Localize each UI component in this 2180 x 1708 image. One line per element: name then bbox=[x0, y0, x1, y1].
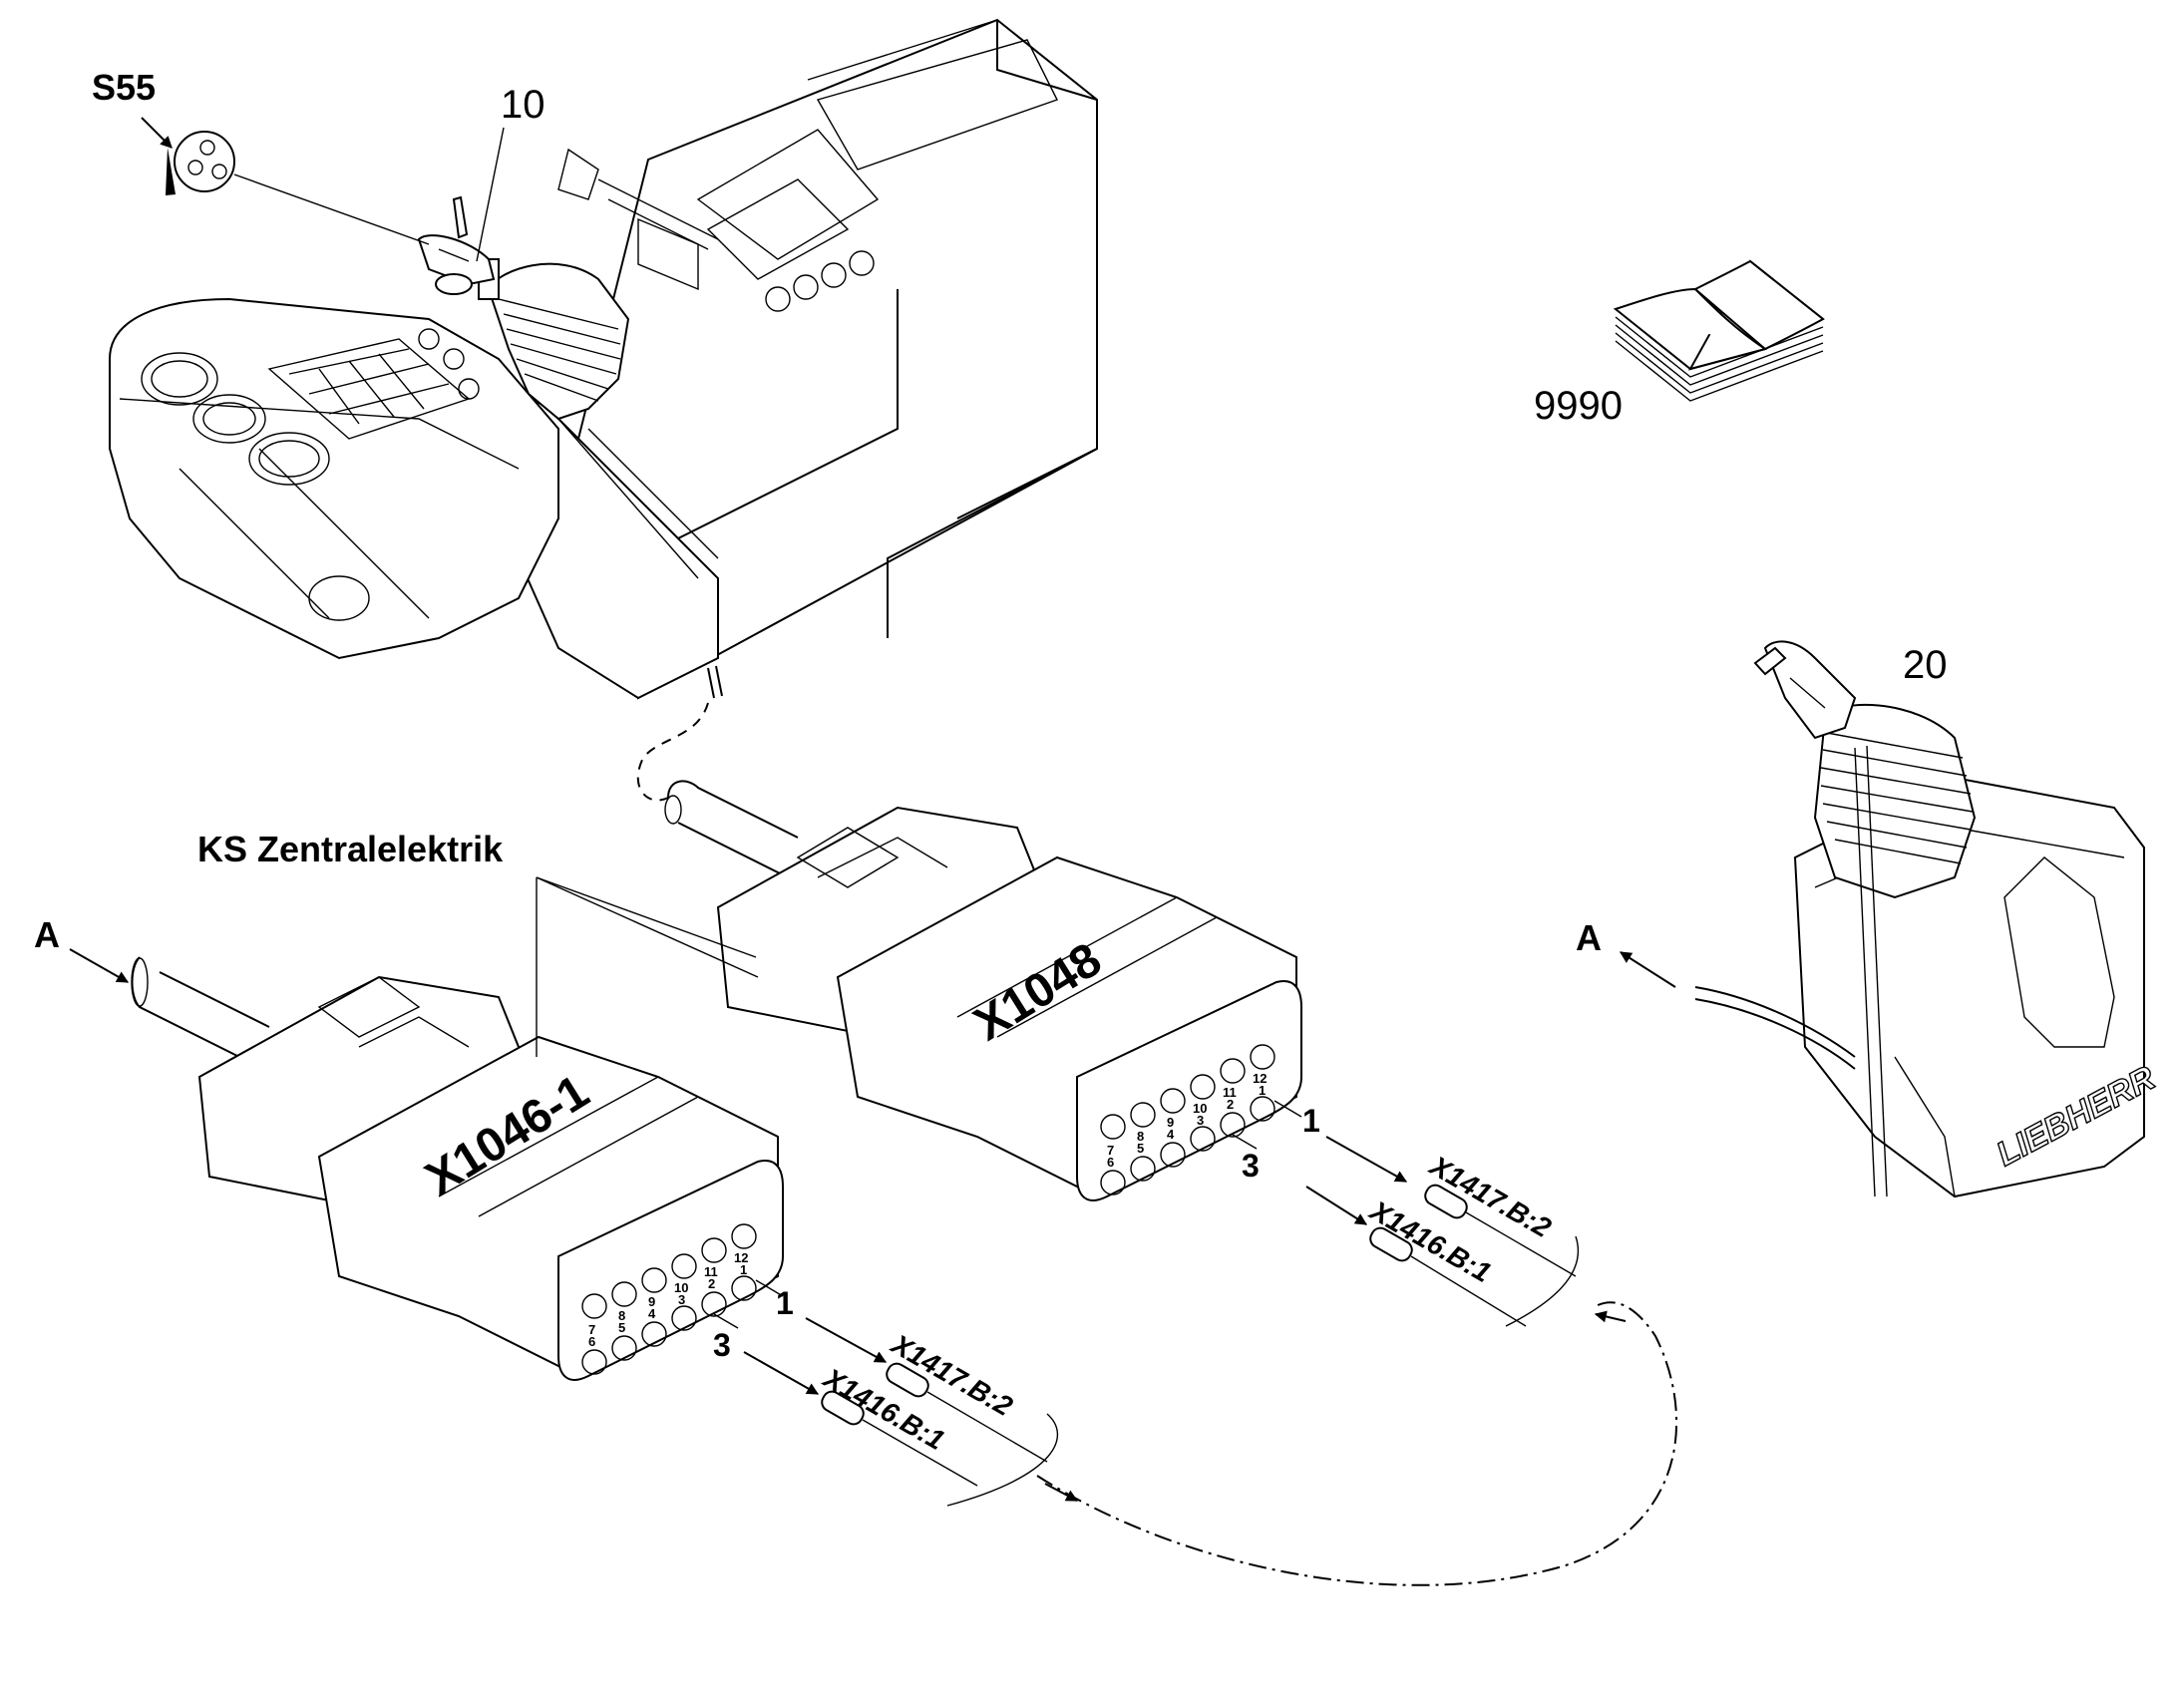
console-link-dashed bbox=[636, 702, 709, 802]
svg-text:1: 1 bbox=[1259, 1083, 1266, 1098]
joystick-assembly-right: LIEBHERR bbox=[1694, 640, 2162, 1198]
svg-text:2: 2 bbox=[708, 1276, 715, 1291]
svg-text:6: 6 bbox=[1107, 1155, 1114, 1170]
svg-text:7: 7 bbox=[588, 1322, 595, 1337]
svg-text:3: 3 bbox=[1242, 1148, 1260, 1184]
svg-text:8: 8 bbox=[618, 1308, 625, 1323]
svg-text:6: 6 bbox=[588, 1334, 595, 1349]
arrow-a-right bbox=[1619, 951, 1676, 988]
svg-text:10: 10 bbox=[674, 1280, 688, 1295]
svg-text:4: 4 bbox=[648, 1306, 656, 1321]
x1046-1-pins: 7 8 9 10 11 12 6 5 4 3 2 1 bbox=[581, 1223, 757, 1375]
arrow-a-left-label: A bbox=[34, 914, 60, 955]
svg-text:11: 11 bbox=[704, 1264, 718, 1279]
part-10-leader bbox=[476, 127, 505, 262]
svg-text:1: 1 bbox=[740, 1262, 747, 1277]
x1048-pins: 7 8 9 10 11 12 6 5 4 3 2 1 bbox=[1100, 1044, 1275, 1196]
manual-book-icon bbox=[1613, 259, 1825, 402]
connector-x1048: X1048 7 8 9 10 11 12 6 5 4 3 2 1 bbox=[664, 780, 1302, 1201]
svg-text:5: 5 bbox=[618, 1320, 625, 1335]
s55-label: S55 bbox=[92, 67, 156, 108]
x1046-1-wires: 1 3 X1417.B:2 X1416.B:1 bbox=[713, 1279, 1059, 1507]
svg-text:4: 4 bbox=[1167, 1127, 1175, 1142]
control-console bbox=[109, 18, 1098, 700]
x1048-wires: 1 3 X1417.B:2 X1416.B:1 bbox=[1232, 1100, 1580, 1327]
svg-text:2: 2 bbox=[1227, 1097, 1234, 1112]
part-20-label: 20 bbox=[1903, 643, 1948, 687]
svg-text:1: 1 bbox=[1302, 1103, 1320, 1139]
svg-text:9: 9 bbox=[1167, 1115, 1174, 1130]
connector-x1046-1: X1046-1 7 8 9 10 11 12 6 5 4 3 2 1 bbox=[131, 956, 784, 1381]
svg-text:11: 11 bbox=[1223, 1085, 1237, 1100]
svg-text:3: 3 bbox=[1197, 1113, 1204, 1128]
part-10-label: 10 bbox=[501, 83, 545, 127]
s55-switch: S55 bbox=[92, 67, 430, 245]
svg-text:8: 8 bbox=[1137, 1129, 1144, 1144]
svg-text:7: 7 bbox=[1107, 1143, 1114, 1158]
svg-text:10: 10 bbox=[1193, 1101, 1207, 1116]
svg-text:9: 9 bbox=[648, 1294, 655, 1309]
part-9990-label: 9990 bbox=[1534, 384, 1623, 428]
svg-text:12: 12 bbox=[734, 1250, 748, 1265]
wire-link-dashdot bbox=[1036, 1301, 1678, 1586]
ks-leader-right bbox=[536, 876, 757, 958]
svg-text:12: 12 bbox=[1253, 1071, 1267, 1086]
svg-text:3: 3 bbox=[678, 1292, 685, 1307]
svg-text:5: 5 bbox=[1137, 1141, 1144, 1156]
svg-text:1: 1 bbox=[776, 1285, 794, 1321]
ks-zentralelektrik-label: KS Zentralelektrik bbox=[197, 829, 504, 869]
arrow-a-left bbox=[69, 948, 130, 983]
svg-text:3: 3 bbox=[713, 1327, 731, 1363]
arrow-a-right-label: A bbox=[1576, 917, 1602, 958]
